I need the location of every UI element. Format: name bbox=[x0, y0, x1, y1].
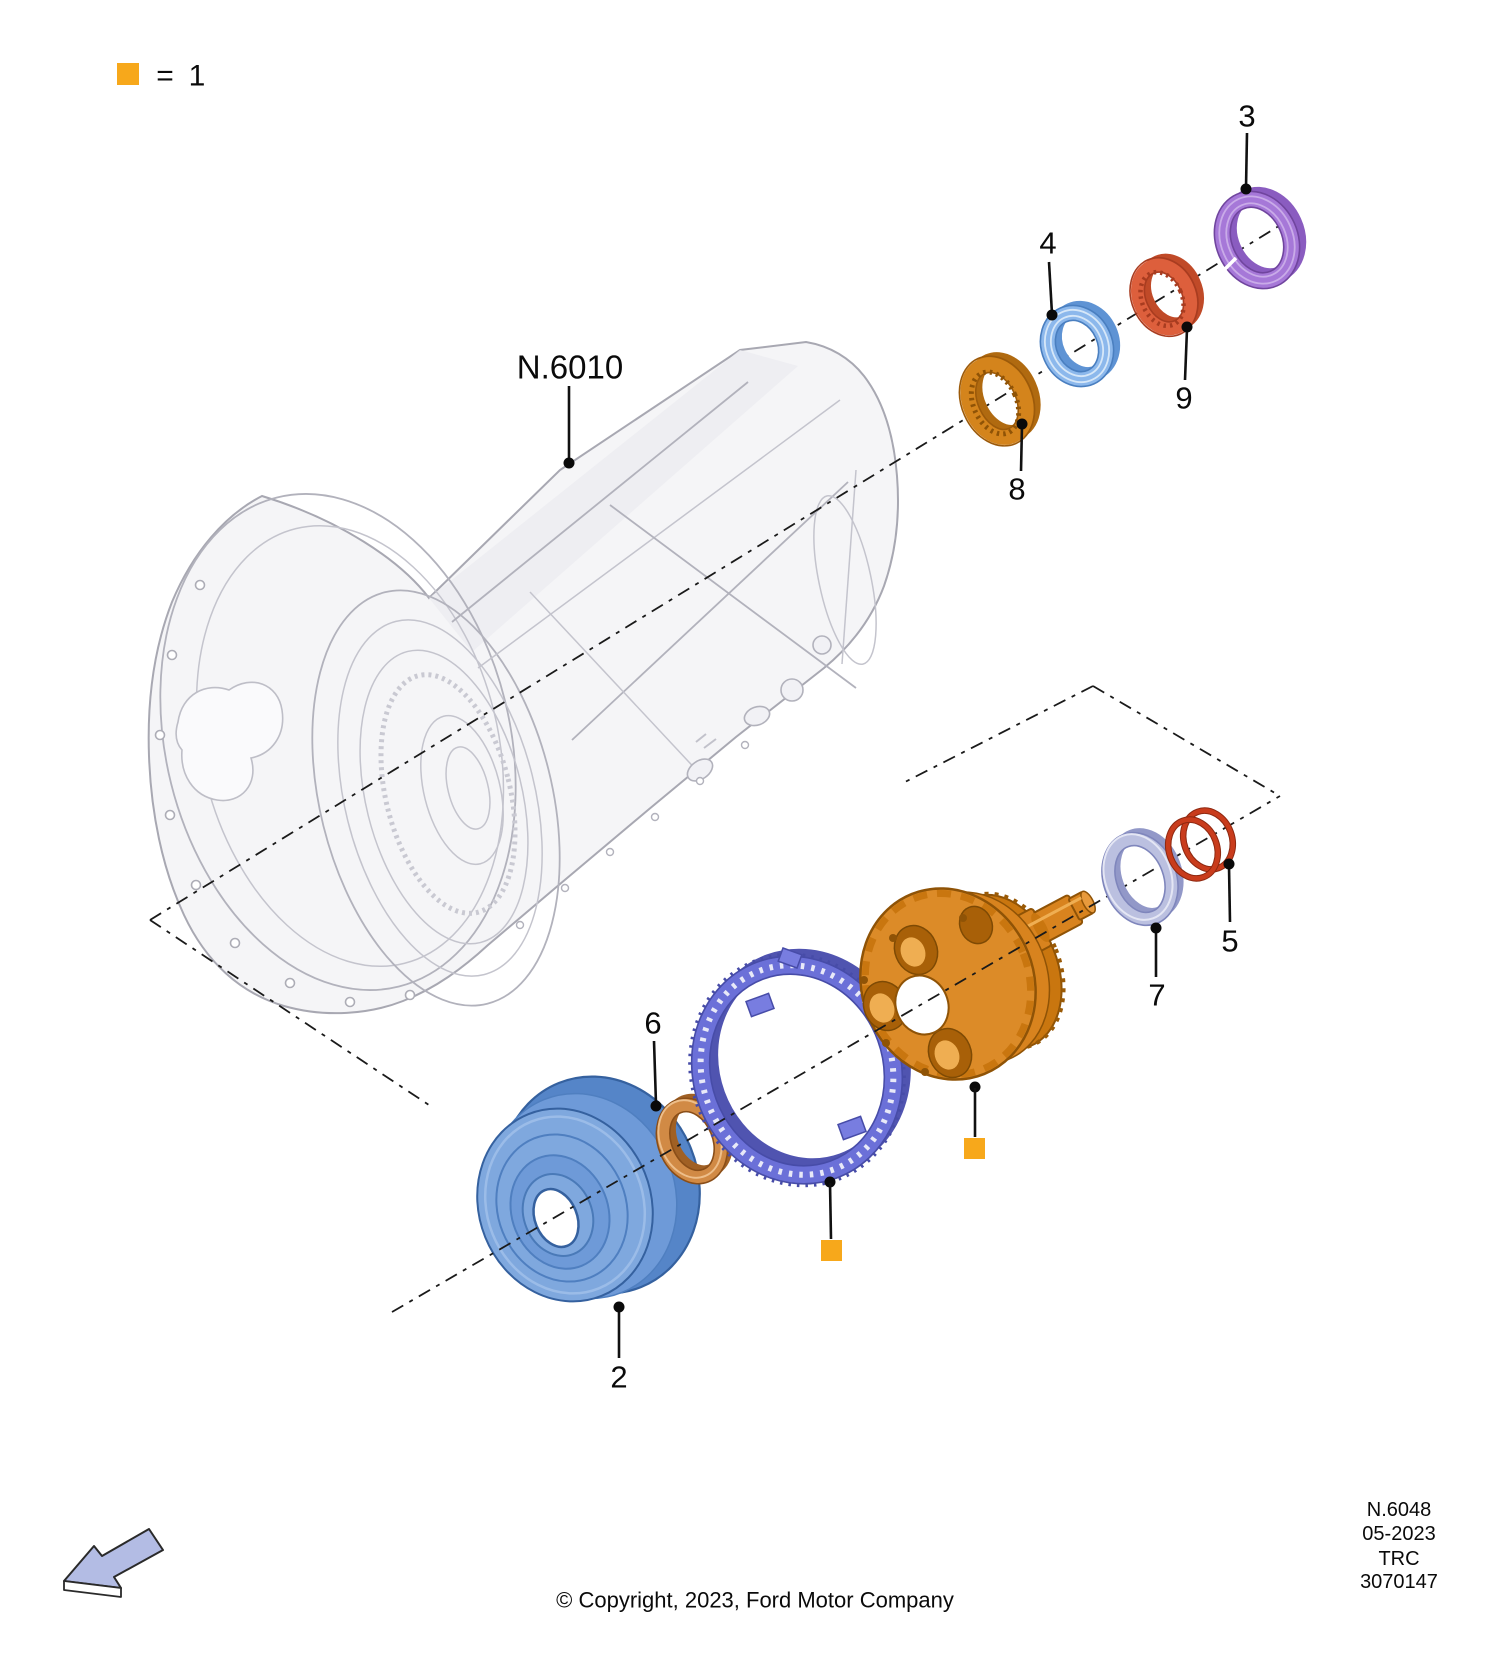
part5-coil-ring bbox=[1164, 807, 1237, 882]
cast-mark bbox=[695, 733, 717, 749]
doc-date: 05-2023 bbox=[1362, 1523, 1435, 1545]
callout-6-label: 6 bbox=[644, 1006, 661, 1041]
doc-code: N.6048 bbox=[1367, 1499, 1432, 1521]
legend-equals: = bbox=[156, 60, 174, 93]
callout-4-label: 4 bbox=[1039, 226, 1056, 261]
part2-clutch-drum bbox=[476, 1075, 701, 1303]
pan-rail-bolts bbox=[515, 740, 750, 930]
callout-4: 4 bbox=[1039, 226, 1058, 321]
housing-callout-label: N.6010 bbox=[517, 349, 623, 386]
bell-bore-ring2 bbox=[337, 619, 543, 977]
callout-3-label: 3 bbox=[1238, 99, 1255, 134]
legend: = 1 bbox=[117, 60, 205, 93]
housing-silhouette bbox=[147, 340, 899, 1015]
plane-edge-bottom-left bbox=[149, 919, 433, 1108]
bell-bore-ring1 bbox=[311, 589, 561, 1007]
callout-3: 3 bbox=[1238, 99, 1256, 195]
callout-7-label: 7 bbox=[1148, 978, 1165, 1013]
case-bosses bbox=[686, 635, 832, 782]
drum-center-hole bbox=[532, 1187, 580, 1249]
plane-edge-top-left bbox=[904, 685, 1094, 783]
orange-square-marker bbox=[821, 1240, 842, 1261]
part7-spacer-ring bbox=[1101, 828, 1184, 927]
callout-8-label: 8 bbox=[1008, 472, 1025, 507]
callouts: N.6010 3 4 8 9 5 7 bbox=[517, 99, 1256, 1395]
callout-9-label: 9 bbox=[1175, 381, 1192, 416]
legend-quantity: 1 bbox=[189, 60, 206, 93]
callout-2-label: 2 bbox=[610, 1360, 627, 1395]
quantity-marker-carrier bbox=[964, 1081, 985, 1159]
bell-bolt-holes bbox=[154, 579, 416, 1008]
carrier-small-holes bbox=[860, 914, 967, 1076]
legend-orange-square-icon bbox=[117, 63, 139, 85]
direction-arrow-icon bbox=[63, 1528, 164, 1598]
starter-ring-teeth bbox=[378, 672, 518, 916]
planetary-carrier-assembly bbox=[859, 887, 1096, 1081]
bell-rim-outer bbox=[159, 493, 517, 991]
part8-needles bbox=[968, 369, 1022, 437]
part8-needle-bearing bbox=[958, 352, 1041, 447]
part3-seal bbox=[1213, 186, 1307, 290]
case-ribs bbox=[451, 381, 877, 777]
seal-split-notch bbox=[1222, 256, 1238, 272]
bell-hub2 bbox=[445, 746, 491, 830]
bell-hub1 bbox=[420, 714, 504, 866]
bell-bore-ring3 bbox=[359, 649, 529, 945]
callout-8: 8 bbox=[1008, 418, 1028, 507]
callout-5-label: 5 bbox=[1221, 924, 1238, 959]
doc-type: TRC bbox=[1378, 1548, 1419, 1570]
callout-2: 2 bbox=[610, 1301, 628, 1395]
footer: © Copyright, 2023, Ford Motor Company N.… bbox=[556, 1499, 1438, 1613]
part9-needles bbox=[1138, 269, 1186, 329]
callout-6: 6 bbox=[644, 1006, 662, 1112]
copyright-text: © Copyright, 2023, Ford Motor Company bbox=[556, 1588, 954, 1613]
part4-ring-set bbox=[1039, 300, 1121, 388]
plane-edge-top-right bbox=[1092, 685, 1281, 797]
ratchet-pawl-tabs bbox=[745, 947, 867, 1141]
orange-square-marker bbox=[964, 1138, 985, 1159]
callout-9: 9 bbox=[1175, 321, 1193, 416]
transmission-housing bbox=[147, 340, 899, 1015]
callout-housing: N.6010 bbox=[517, 349, 623, 469]
housing-flank-shade bbox=[429, 350, 798, 652]
doc-number: 3070147 bbox=[1360, 1571, 1438, 1593]
carrier-pinion-bores bbox=[862, 905, 994, 1079]
bell-pocket bbox=[175, 681, 284, 802]
callout-7: 7 bbox=[1148, 922, 1166, 1013]
callout-5: 5 bbox=[1221, 858, 1239, 959]
quantity-marker-ratchet bbox=[821, 1176, 842, 1261]
